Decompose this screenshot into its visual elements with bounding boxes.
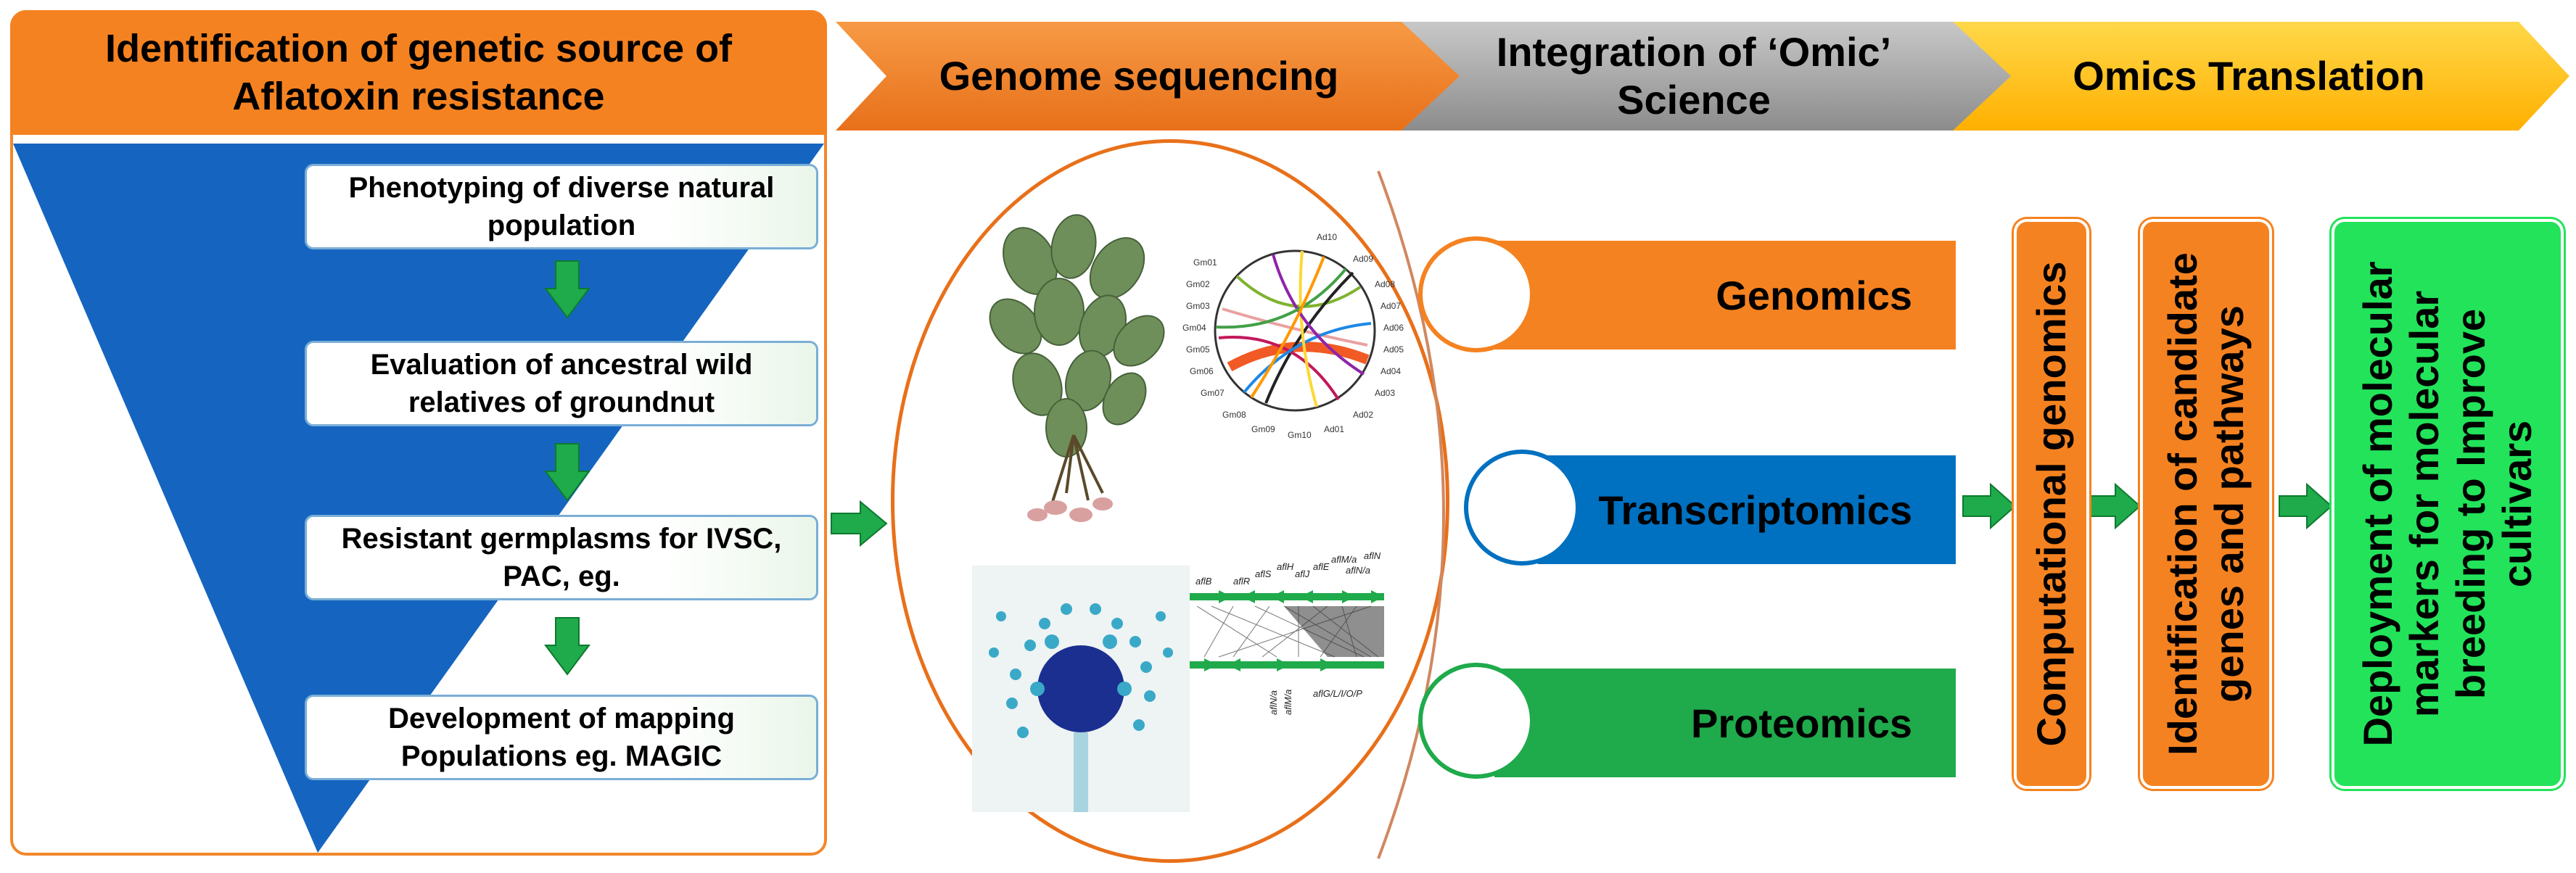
- stage-banner: [836, 22, 2569, 131]
- gene-label: aflR: [1233, 576, 1250, 587]
- svg-text:Ad08: Ad08: [1375, 279, 1395, 289]
- right-arrow-icon: [2087, 482, 2141, 530]
- step-text-line: PAC, eg.: [503, 560, 620, 592]
- step-text-line: relatives of groundnut: [408, 386, 715, 418]
- svg-text:Gm05: Gm05: [1186, 344, 1210, 355]
- gene-label: aflM/a: [1283, 690, 1293, 715]
- left-title-line1: Identification of genetic source of: [104, 27, 733, 70]
- molecular-markers-box: Deployment of molecular markers for mole…: [2332, 219, 2564, 789]
- svg-text:Ad03: Ad03: [1375, 388, 1395, 398]
- groundnut-plant-image: [989, 214, 1165, 522]
- molecular-markers-line1: Deployment of molecular: [2355, 261, 2400, 747]
- svg-text:Gm06: Gm06: [1190, 366, 1214, 376]
- gene-label: aflN/a: [1268, 690, 1279, 715]
- down-arrow-icon: [544, 443, 590, 502]
- right-arrow-icon: [1962, 482, 2017, 530]
- gene-cluster-alignment-image: aflB aflR aflS aflH aflJ aflE aflM/a afl…: [1190, 550, 1384, 715]
- omics-bracket-arc: [1377, 170, 1445, 859]
- step-text-line: population: [487, 210, 636, 241]
- genomics-bar: Genomics: [1494, 241, 1956, 349]
- step-text-line: Development of mapping: [388, 703, 735, 735]
- molecular-markers-label: Deployment of molecular markers for mole…: [2355, 261, 2540, 746]
- gene-label: aflJ: [1295, 568, 1310, 579]
- proteomics-circle-icon: [1418, 663, 1534, 779]
- transcriptomics-bar: Transcriptomics: [1538, 455, 1956, 564]
- svg-text:Gm04: Gm04: [1182, 323, 1206, 333]
- genomics-circle-icon: [1418, 236, 1534, 352]
- stage2-label-line2: Science: [1617, 77, 1771, 123]
- gene-label: aflN/a: [1346, 565, 1370, 576]
- step-box-germplasm: Resistant germplasms for IVSC, PAC, eg.: [305, 515, 818, 600]
- right-arrow-icon: [2279, 482, 2333, 530]
- gene-label: aflM/a: [1331, 554, 1357, 565]
- step-text-line: Populations eg. MAGIC: [400, 740, 723, 772]
- down-arrow-icon: [544, 617, 590, 676]
- svg-text:Ad06: Ad06: [1383, 323, 1404, 333]
- svg-text:Ad07: Ad07: [1380, 301, 1401, 311]
- svg-text:Ad09: Ad09: [1353, 254, 1373, 264]
- candidate-genes-label: Identification of candidate genes and pa…: [2160, 252, 2252, 756]
- computational-genomics-label: Computational genomics: [2028, 261, 2074, 747]
- stage1-chevron: [836, 22, 1460, 131]
- step-box-phenotyping: Phenotyping of diverse natural populatio…: [305, 164, 818, 249]
- molecular-markers-line2: markers for molecular: [2401, 290, 2447, 718]
- funnel-triangle: [13, 144, 824, 853]
- svg-text:Ad10: Ad10: [1317, 232, 1337, 242]
- gene-label: aflB: [1196, 576, 1212, 587]
- computational-genomics-box: Computational genomics: [2014, 219, 2089, 789]
- molecular-markers-line3: breeding to Improve: [2448, 308, 2493, 700]
- left-panel-header: Identification of genetic source of Afla…: [10, 10, 827, 135]
- transcriptomics-circle-icon: [1464, 450, 1580, 566]
- candidate-genes-line1: Identification of candidate: [2160, 252, 2205, 756]
- svg-text:Gm10: Gm10: [1288, 430, 1312, 440]
- stage2-label: Integration of ‘Omic’ Science: [1433, 22, 1955, 131]
- molecular-markers-line4: cultivars: [2494, 420, 2540, 588]
- gene-label: aflS: [1255, 568, 1272, 579]
- left-title-line2: Aflatoxin resistance: [232, 75, 605, 118]
- step-text-line: Evaluation of ancestral wild: [370, 349, 753, 381]
- stage1-label: Genome sequencing: [939, 53, 1339, 99]
- svg-text:Ad04: Ad04: [1380, 366, 1401, 376]
- svg-text:Gm09: Gm09: [1251, 424, 1275, 434]
- stage3-label: Omics Translation: [2073, 53, 2425, 99]
- aspergillus-microscopy-image: [972, 566, 1190, 812]
- svg-text:Gm08: Gm08: [1222, 410, 1246, 420]
- svg-text:Gm01: Gm01: [1193, 257, 1217, 268]
- down-arrow-icon: [544, 260, 590, 319]
- step-box-evaluation: Evaluation of ancestral wild relatives o…: [305, 341, 818, 426]
- candidate-genes-line2: genes and pathways: [2206, 305, 2252, 703]
- stage2-chevron: [1387, 22, 2011, 131]
- gene-label: aflN: [1364, 550, 1381, 561]
- svg-text:Ad05: Ad05: [1383, 344, 1404, 355]
- svg-text:Gm02: Gm02: [1186, 279, 1210, 289]
- svg-text:Gm03: Gm03: [1186, 301, 1210, 311]
- proteomics-bar: Proteomics: [1494, 669, 1956, 777]
- stage2-label-line1: Integration of ‘Omic’: [1496, 29, 1892, 75]
- svg-text:Gm07: Gm07: [1201, 388, 1225, 398]
- step-box-mapping: Development of mapping Populations eg. M…: [305, 695, 818, 780]
- svg-text:Ad01: Ad01: [1324, 424, 1344, 434]
- gene-label: aflE: [1313, 561, 1330, 572]
- gene-label: aflH: [1277, 561, 1294, 572]
- svg-text:Ad02: Ad02: [1353, 410, 1373, 420]
- step-text-line: Phenotyping of diverse natural: [348, 172, 775, 204]
- gene-label: aflG/L/I/O/P: [1313, 688, 1362, 699]
- candidate-genes-box: Identification of candidate genes and pa…: [2140, 219, 2272, 789]
- stage3-chevron: [1938, 22, 2569, 131]
- step-text-line: Resistant germplasms for IVSC,: [341, 523, 782, 555]
- right-arrow-icon: [831, 500, 888, 547]
